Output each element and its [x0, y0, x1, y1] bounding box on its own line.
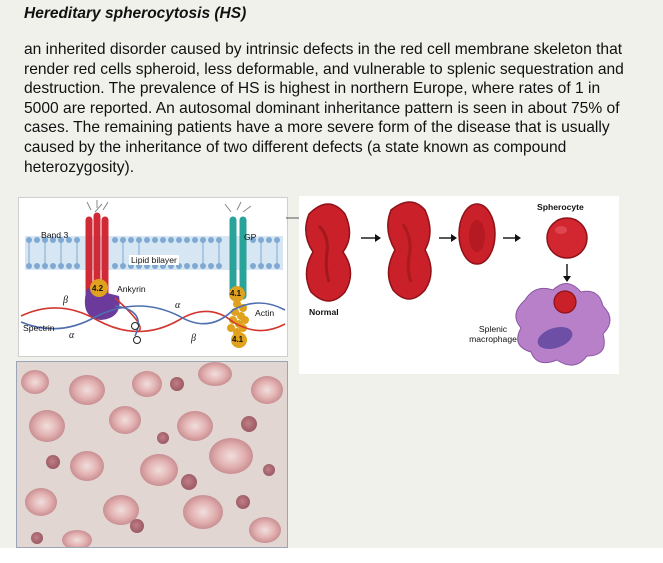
- spectrin-label: Spectrin: [23, 323, 55, 333]
- band3-protein-graphic: [85, 200, 109, 297]
- alpha-mid-label: α: [175, 300, 181, 311]
- macrophage-label: Splenic macrophage: [457, 324, 529, 344]
- page-title: Hereditary spherocytosis (HS): [24, 5, 247, 22]
- blood-smear-art: [21, 362, 283, 550]
- glycophorin-graphic: [224, 201, 252, 300]
- beta-left-label: β: [63, 295, 68, 306]
- ankyrin-graphic: [84, 288, 120, 320]
- normal-cell-label: Normal: [309, 307, 339, 317]
- cell-sequence-art: [305, 201, 611, 366]
- beta-mid-label: β: [191, 333, 196, 344]
- macrophage-label-line2: macrophage: [469, 334, 517, 344]
- alpha-left-label: α: [69, 330, 75, 341]
- protein-42-label: 4.2: [92, 284, 104, 293]
- spectrin-graphic: [20, 297, 286, 337]
- membrane-diagram: Band 3 GP Lipid bilayer Ankyrin 4.2 4.1 …: [18, 197, 288, 357]
- spherocyte-label: Spherocyte: [537, 202, 584, 212]
- ankyrin-label: Ankyrin: [117, 284, 146, 294]
- macrophage-nucleus-graphic: [537, 326, 573, 350]
- slide: Hereditary spherocytosis (HS) an inherit…: [0, 0, 663, 550]
- spherocyte-graphic: [546, 217, 588, 259]
- protein-41-top-label: 4.1: [230, 289, 242, 298]
- protein-41-bottom-label: 4.1: [232, 335, 244, 344]
- membrane-diagram-art: [20, 200, 286, 348]
- actin-label: Actin: [255, 308, 275, 318]
- cell-sequence-diagram: Normal Spherocyte Splenic macrophage: [299, 196, 619, 374]
- blood-smear-image: [16, 361, 288, 550]
- gp-label: GP: [244, 232, 257, 242]
- description-paragraph: an inherited disorder caused by intrinsi…: [24, 41, 624, 176]
- macrophage-label-line1: Splenic: [478, 324, 508, 334]
- lipid-bilayer-label: Lipid bilayer: [129, 255, 179, 265]
- band3-label: Band 3: [41, 230, 69, 240]
